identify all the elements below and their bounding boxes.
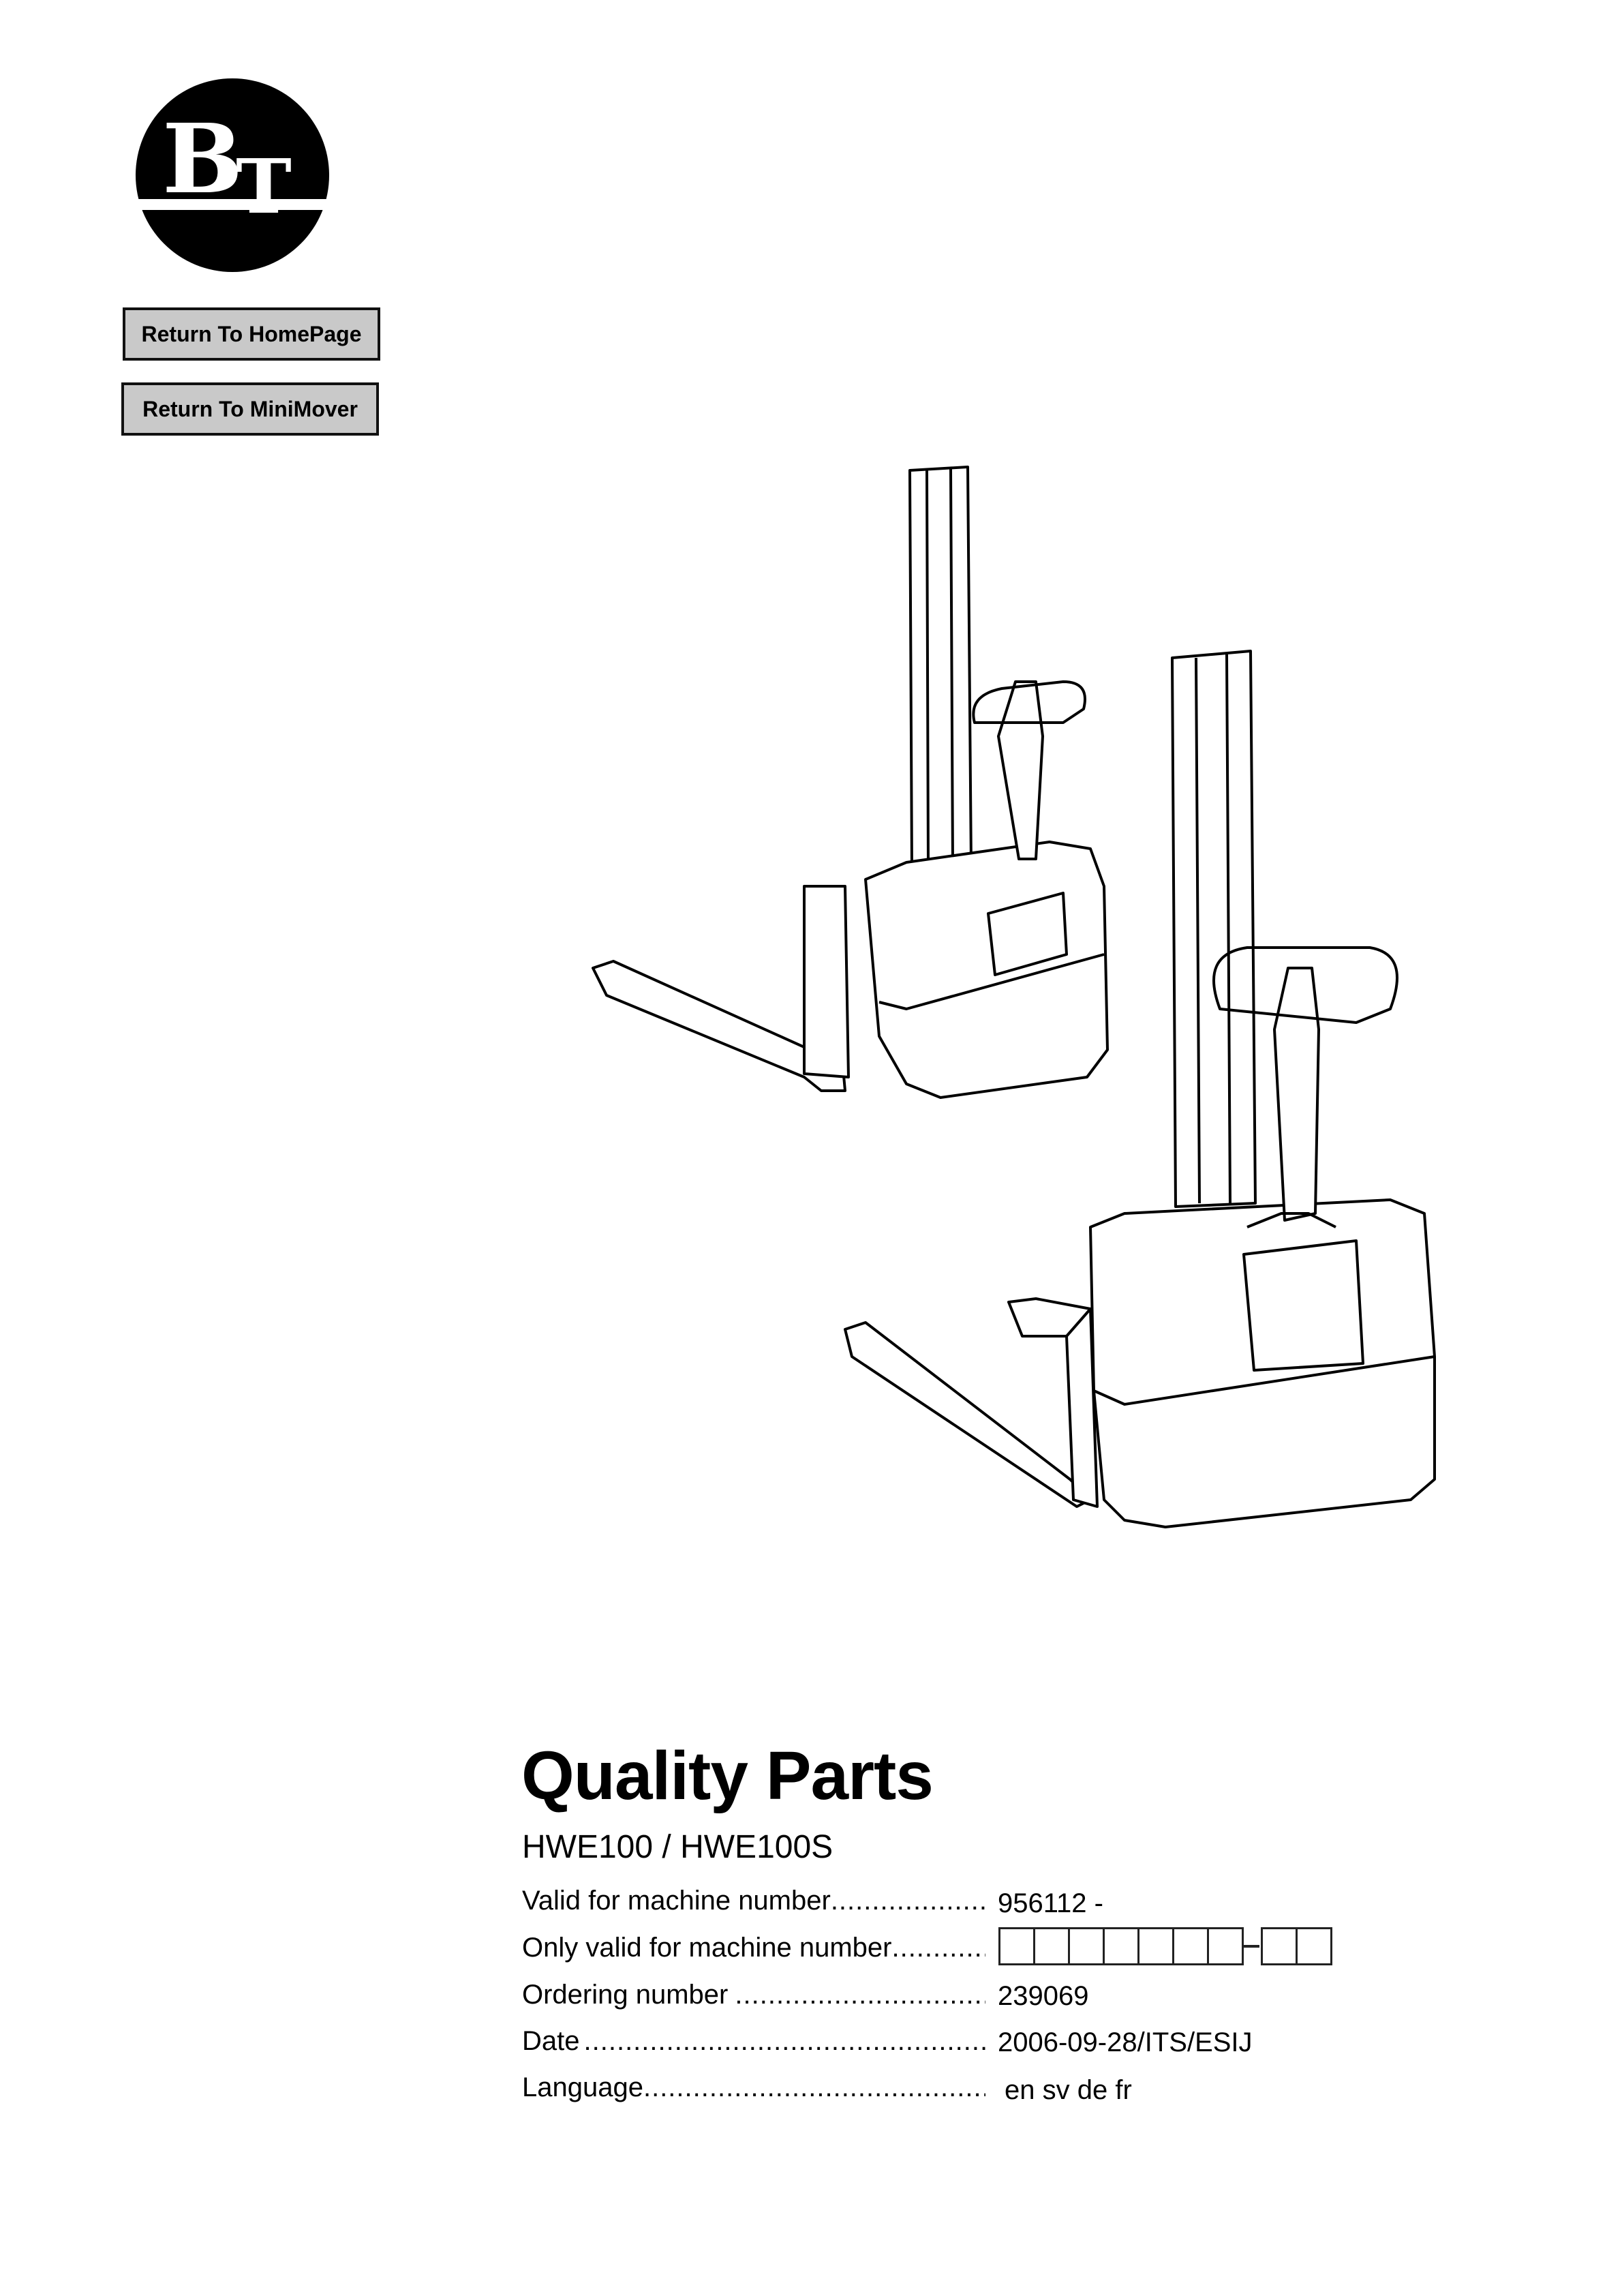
digit-box[interactable] xyxy=(1172,1927,1209,1965)
field-date: Date xyxy=(522,2026,985,2057)
field-value: 956112 - xyxy=(998,1888,1103,1918)
large-stacker-drawing xyxy=(844,650,1436,1528)
leader-dots xyxy=(735,1980,985,2010)
field-label: Language xyxy=(522,2072,643,2102)
field-valid-machine-number: Valid for machine number xyxy=(522,1886,985,1916)
leader-dots xyxy=(584,2026,986,2057)
field-ordering-number: Ordering number xyxy=(522,1980,985,2010)
return-to-minimover-button[interactable]: Return To MiniMover xyxy=(121,382,379,436)
digit-box[interactable] xyxy=(1296,1927,1332,1965)
model-names: HWE100 / HWE100S xyxy=(522,1829,833,1865)
digit-box[interactable] xyxy=(1261,1927,1298,1965)
dash-separator xyxy=(1242,1945,1259,1948)
digit-box[interactable] xyxy=(1137,1927,1174,1965)
digit-box[interactable] xyxy=(998,1927,1035,1965)
leader-dots xyxy=(643,2072,985,2103)
field-label: Valid for machine number xyxy=(522,1886,831,1916)
bt-logo: B T xyxy=(134,78,331,272)
field-language: Language xyxy=(522,2072,985,2103)
svg-text:T: T xyxy=(236,142,292,230)
document-title: Quality Parts xyxy=(521,1738,934,1814)
return-to-homepage-button[interactable]: Return To HomePage xyxy=(123,307,380,361)
field-label: Only valid for machine number xyxy=(522,1933,892,1963)
field-value: 2006-09-28/ITS/ESIJ xyxy=(998,2027,1253,2057)
leader-dots xyxy=(891,1933,985,1963)
digit-box[interactable] xyxy=(1068,1927,1105,1965)
field-only-valid-machine-number: Only valid for machine number xyxy=(522,1933,985,1963)
field-label: Date xyxy=(522,2026,580,2056)
digit-box[interactable] xyxy=(1033,1927,1070,1965)
machine-number-boxes[interactable] xyxy=(998,1927,1332,1965)
digit-box[interactable] xyxy=(1103,1927,1139,1965)
field-value: en sv de fr xyxy=(1005,2075,1132,2105)
small-stacker-drawing xyxy=(592,466,1109,1099)
leader-dots xyxy=(831,1886,985,1916)
digit-box[interactable] xyxy=(1207,1927,1244,1965)
svg-text:B: B xyxy=(162,104,243,215)
field-label: Ordering number xyxy=(522,1980,729,2010)
field-value: 239069 xyxy=(998,1981,1089,2011)
